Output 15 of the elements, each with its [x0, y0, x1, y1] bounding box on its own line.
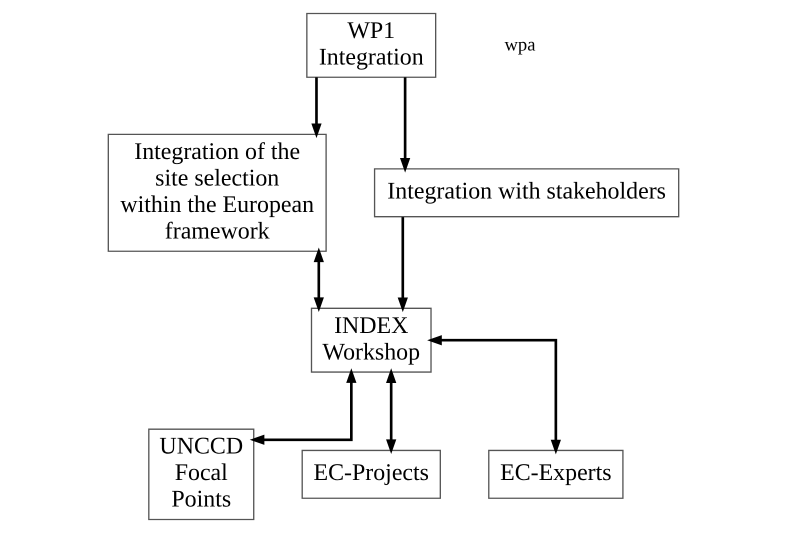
arrow — [397, 217, 408, 312]
node-box: EC-Projects — [301, 450, 440, 499]
node-box: Integration of the site selection within the European framework — [107, 134, 326, 252]
node-box: UNCCD Focal Points — [148, 428, 254, 520]
arrow — [386, 368, 396, 454]
node-box: INDEX Workshop — [310, 308, 432, 373]
node-box: Integration with stakeholders — [373, 168, 679, 218]
arrow — [313, 247, 324, 312]
label: wpa — [504, 34, 535, 56]
arrow — [249, 368, 356, 445]
arrow — [310, 77, 322, 138]
node-box: EC-Experts — [488, 450, 624, 499]
arrow — [426, 335, 560, 454]
node-box: WP1 Integration — [306, 12, 436, 78]
arrow — [400, 77, 410, 173]
